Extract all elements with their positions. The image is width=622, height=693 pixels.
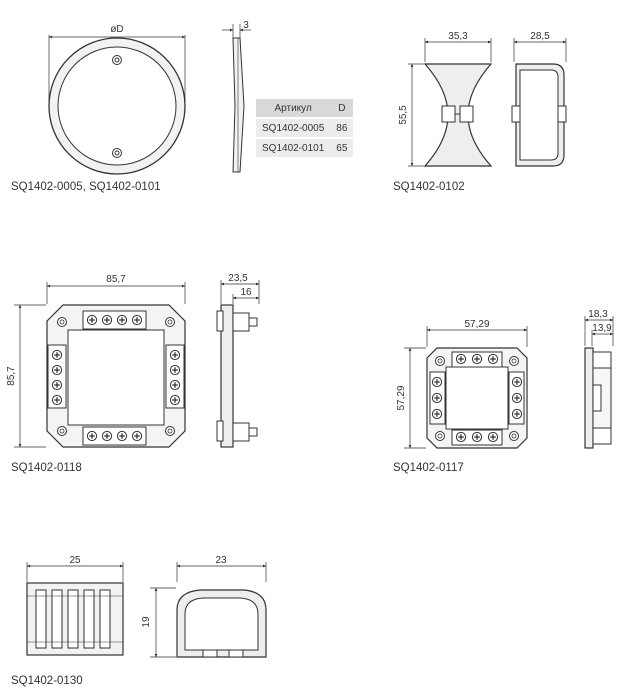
part-0130-dimensions xyxy=(26,562,267,658)
cell-d: 86 xyxy=(330,119,354,137)
dim-cover-diameter: øD xyxy=(110,24,123,35)
part-0102-dimensions xyxy=(408,38,567,167)
part-0117-side-view xyxy=(584,347,612,449)
dim-0118-width: 85,7 xyxy=(106,274,126,285)
part-0130-side-view xyxy=(176,589,267,658)
part-0117-dimensions xyxy=(404,316,614,449)
dim-0117-depth: 18,3 xyxy=(588,309,608,320)
spec-table: Артикул D SQ1402-0005 86 SQ1402-0101 65 xyxy=(256,97,354,159)
caption-0102: SQ1402-0102 xyxy=(393,181,465,193)
caption-0117: SQ1402-0117 xyxy=(393,462,464,474)
dim-0117-depth2: 13,9 xyxy=(592,323,612,334)
dim-0118-depth: 23,5 xyxy=(228,273,248,284)
dim-0117-width: 57,29 xyxy=(464,319,489,330)
cover-diameter-dimension xyxy=(48,35,186,102)
part-0118-side-view xyxy=(216,304,258,448)
dim-0130-width: 25 xyxy=(69,555,81,566)
table-row: SQ1402-0005 86 xyxy=(256,119,354,137)
caption-0118: SQ1402-0118 xyxy=(11,462,82,474)
cover-thickness-dimension xyxy=(222,24,251,38)
header-d: D xyxy=(330,99,354,117)
dim-0118-depth2: 16 xyxy=(240,287,252,298)
dim-0102-width: 35,3 xyxy=(448,31,468,42)
part-0117-front-view xyxy=(426,347,528,449)
part-0130-front-view xyxy=(26,582,124,656)
dim-0118-height: 85,7 xyxy=(6,366,17,386)
dim-cover-thickness: 3 xyxy=(243,20,249,31)
caption-cover: SQ1402-0005, SQ1402-0101 xyxy=(11,181,161,193)
cell-d: 65 xyxy=(330,139,354,157)
dim-0102-depth: 28,5 xyxy=(530,31,550,42)
caption-0130: SQ1402-0130 xyxy=(11,675,83,687)
part-0118-dimensions xyxy=(14,280,260,448)
dim-0117-height: 57,29 xyxy=(396,385,407,410)
cell-article: SQ1402-0101 xyxy=(256,139,331,157)
dim-0130-height: 19 xyxy=(141,616,152,628)
part-0102-front-view xyxy=(423,63,493,167)
cover-side-view xyxy=(232,37,245,173)
cell-article: SQ1402-0005 xyxy=(256,119,331,137)
spec-table-header: Артикул D xyxy=(256,99,354,117)
dim-0102-height: 55,5 xyxy=(398,105,409,125)
part-0102-side-view xyxy=(511,63,567,167)
table-row: SQ1402-0101 65 xyxy=(256,139,354,157)
dim-0130-side: 23 xyxy=(215,555,227,566)
cover-front-view xyxy=(48,37,186,175)
part-0118-front-view xyxy=(46,304,186,448)
header-article: Артикул xyxy=(256,99,331,117)
